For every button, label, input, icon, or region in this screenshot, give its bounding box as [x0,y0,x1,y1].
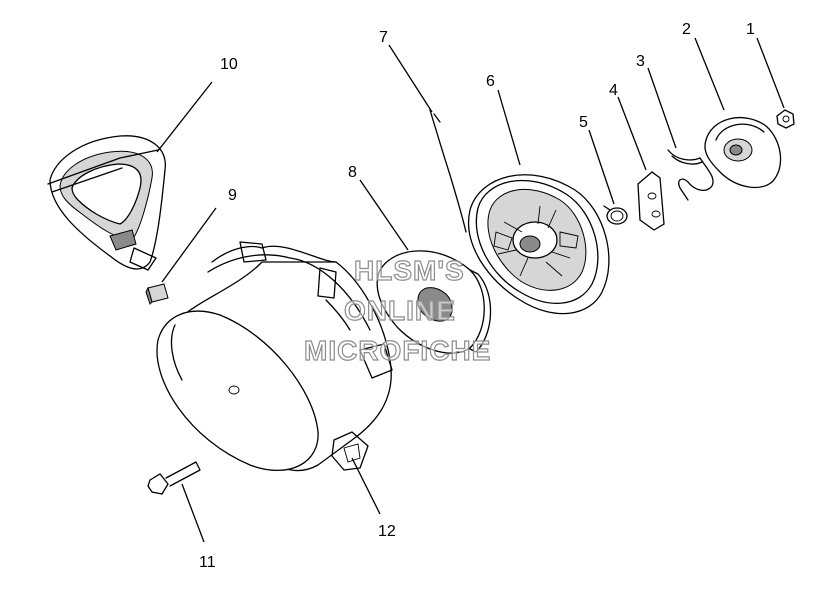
leader-2 [694,37,725,111]
callout-5: 5 [579,114,588,131]
part-11-bolt [147,461,201,495]
callout-2: 2 [682,21,691,38]
callout-4: 4 [609,82,618,99]
watermark-line-1: HLSM'S [354,255,465,286]
leader-1 [756,37,785,109]
leader-6 [497,89,521,166]
part-7-rope [429,109,467,233]
callout-9: 9 [228,187,237,204]
watermark: HLSM'S ONLINE MICROFICHE [303,254,491,366]
callout-7: 7 [379,29,388,46]
leader-4 [617,96,647,171]
part-5-clip [603,205,628,225]
part-6-pulley [468,174,610,315]
watermark-line-3: MICROFICHE [304,335,491,366]
callout-1: 1 [746,21,755,38]
callout-labels: 1 2 3 4 5 6 7 8 9 10 11 12 [199,21,755,571]
leader-10 [156,81,213,153]
leader-8 [359,179,409,251]
part-9-block [145,283,169,305]
callout-3: 3 [636,53,645,70]
callout-8: 8 [348,164,357,181]
part-3-spring [667,149,714,201]
callout-11: 11 [199,554,216,571]
leader-3 [647,67,677,149]
part-10-handle [47,135,166,271]
leader-11 [181,483,205,543]
part-12-housing [156,241,393,472]
watermark-line-2: ONLINE [344,295,456,326]
leader-lines [156,37,785,543]
leader-9 [161,207,217,283]
part-4-pawl [637,171,665,231]
leader-12 [351,457,381,515]
callout-10: 10 [220,56,238,73]
callout-12: 12 [378,523,396,540]
callout-6: 6 [486,73,495,90]
leader-7 [388,44,433,113]
part-1-nut [776,109,795,129]
leader-5 [588,129,615,205]
part-2-disc [704,117,782,189]
part-8-washer [376,250,492,354]
